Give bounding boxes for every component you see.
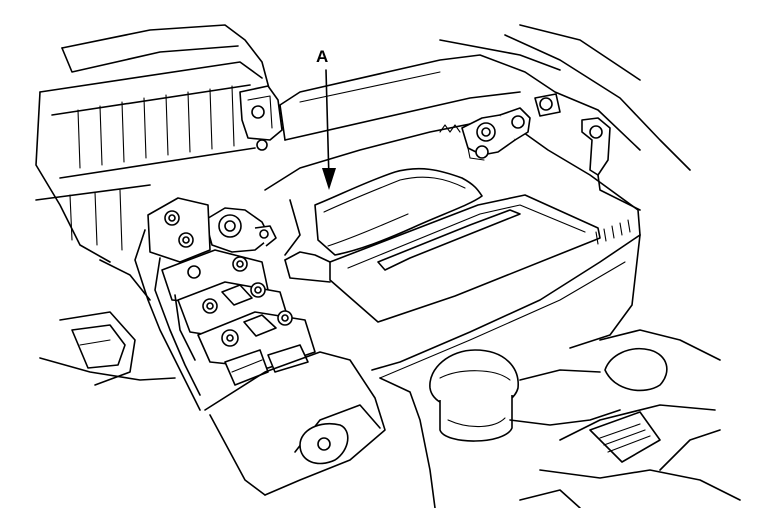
left-frame	[39, 259, 176, 386]
battery-hold-down-bracket	[204, 351, 386, 496]
coolant-reservoir-cap	[379, 349, 621, 508]
negative-terminal	[461, 107, 531, 161]
callout-a: A	[316, 47, 336, 190]
air-cleaner-housing	[35, 24, 283, 263]
battery	[264, 121, 641, 379]
callout-label-a: A	[316, 47, 328, 66]
leader-arrowhead	[322, 168, 336, 190]
positive-terminal-fuse-block	[134, 197, 316, 411]
right-lower-components	[519, 329, 741, 508]
engine-bay-upper-right	[279, 24, 691, 211]
leader-line	[325, 69, 330, 181]
